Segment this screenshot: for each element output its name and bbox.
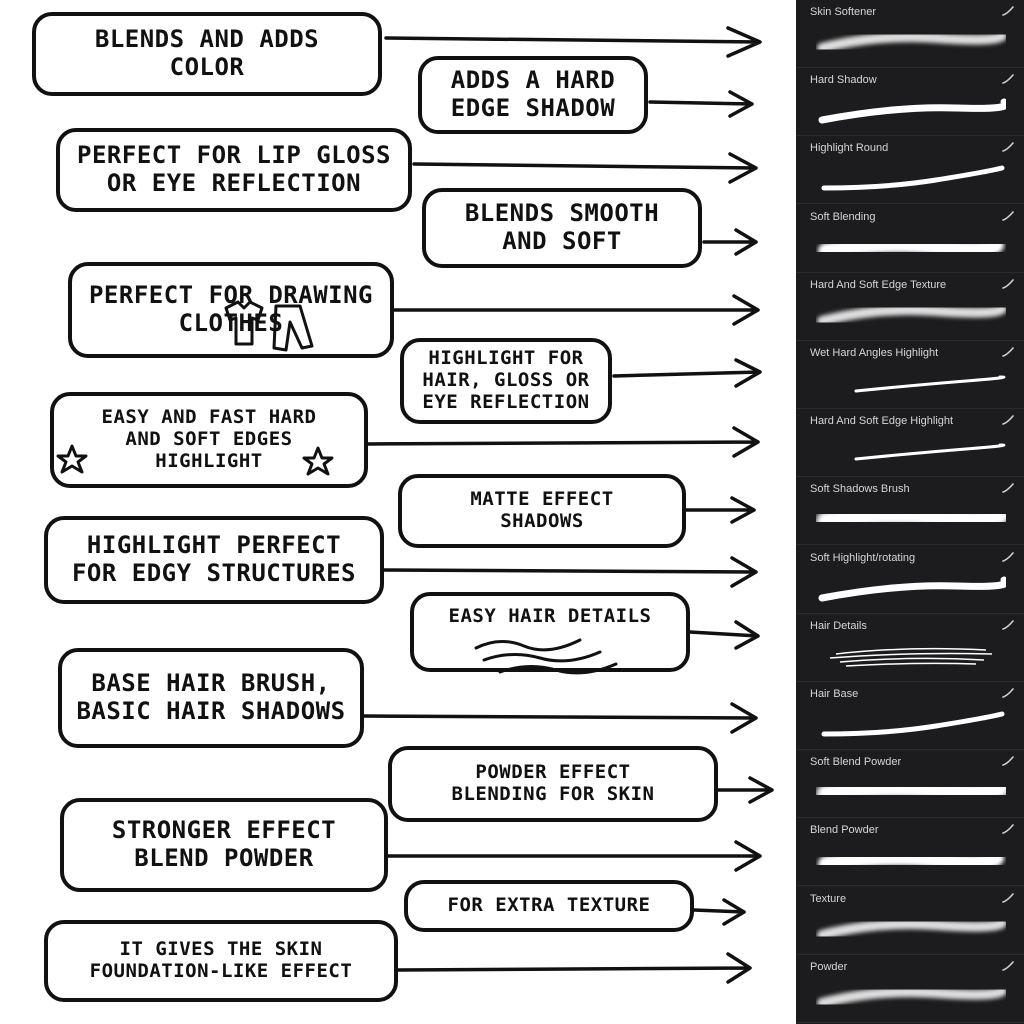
arrow [392,294,760,326]
brush-name: Hair Details [810,619,867,632]
note-easy-hair-details: EASY HAIR DETAILS [410,592,690,672]
brush-item[interactable]: Powder [796,955,1024,1023]
brush-item[interactable]: Soft Shadows Brush [796,477,1024,546]
brush-stroke-preview [816,777,1006,805]
brush-edit-icon[interactable] [1002,619,1014,630]
brush-edit-icon[interactable] [1002,960,1014,971]
brush-item[interactable]: Skin Softener [796,0,1024,68]
arrow [684,496,756,524]
arrow [648,90,754,118]
brush-edit-icon[interactable] [1002,756,1014,766]
note-drawing-clothes: PERFECT FOR DRAWING CLOTHES [68,262,394,358]
brush-edit-icon[interactable] [1002,824,1014,835]
note-stronger-effect-blend-powder: STRONGER EFFECT BLEND POWDER [60,798,388,892]
arrow [692,898,746,926]
brush-edit-icon[interactable] [1002,74,1014,84]
brush-edit-icon[interactable] [1002,6,1014,16]
note-base-hair-brush: BASE HAIR BRUSH, BASIC HAIR SHADOWS [58,648,364,748]
brush-item[interactable]: Blend Powder [796,818,1024,887]
brush-name: Texture [810,892,847,905]
note-blends-smooth-soft: BLENDS SMOOTH AND SOFT [422,188,702,268]
arrow [612,358,762,388]
brush-stroke-preview [821,711,1005,737]
note-edgy-structures: HIGHLIGHT PERFECT FOR EDGY STRUCTURES [44,516,384,604]
arrow [412,152,758,184]
brush-edit-icon[interactable] [1002,210,1014,221]
brush-edit-icon[interactable] [1002,415,1014,425]
note-lip-gloss-eye-reflection: PERFECT FOR LIP GLOSS OR EYE REFLECTION [56,128,412,212]
brush-stroke-preview [817,985,1006,1008]
brush-name: Soft Blending [810,210,876,223]
brush-edit-icon[interactable] [1002,278,1014,289]
brush-name: Blend Powder [810,824,879,837]
brush-edit-icon[interactable] [1002,347,1014,357]
arrow [382,556,758,588]
brush-stroke-preview [829,647,993,667]
brush-edit-icon[interactable] [1002,551,1014,562]
brush-stroke-preview [817,303,1006,326]
arrow [716,776,774,804]
arrow [384,26,762,58]
brush-stroke-preview [818,850,1004,873]
brush-item[interactable]: Soft Blending [796,205,1024,273]
brush-stroke-preview [854,375,1006,393]
note-blends-and-adds-color: BLENDS AND ADDS COLOR [32,12,382,96]
brush-item[interactable]: Hard Shadow [796,68,1024,137]
brush-name: Highlight Round [810,142,889,155]
brush-item[interactable]: Soft Highlight/rotating [796,546,1024,614]
arrow [366,426,760,458]
brush-stroke-preview [854,443,1006,461]
brush-item[interactable]: Hair Details [796,614,1024,682]
arrow [396,952,752,984]
note-easy-fast-highlight: EASY AND FAST HARD AND SOFT EDGES HIGHLI… [50,392,368,488]
brush-edit-icon[interactable] [1002,483,1014,494]
brush-item[interactable]: Soft Blend Powder [796,750,1024,819]
brush-name: Skin Softener [810,6,877,18]
brush-item[interactable]: Texture [796,887,1024,955]
brush-stroke-preview [817,917,1006,940]
brush-name: Soft Blend Powder [810,756,902,769]
note-extra-texture: FOR EXTRA TEXTURE [404,880,694,932]
brush-stroke-preview [821,165,1005,191]
brush-stroke-preview [817,31,1006,53]
arrow [362,702,758,734]
brush-edit-icon[interactable] [1002,142,1014,153]
brush-stroke-preview [818,236,1004,259]
brush-name: Hair Base [810,688,859,700]
brush-stroke-preview [818,98,1006,124]
brush-item[interactable]: Hard And Soft Edge Highlight [796,409,1024,478]
brush-item[interactable]: Wet Hard Angles Highlight [796,341,1024,409]
brush-edit-icon[interactable] [1002,892,1014,903]
annotations-area: BLENDS AND ADDS COLOR ADDS A HARD EDGE S… [32,12,774,1002]
note-highlight-hair-gloss: HIGHLIGHT FOR HAIR, GLOSS OR EYE REFLECT… [400,338,612,424]
brush-edit-icon[interactable] [1002,688,1014,698]
brush-name: Powder [810,960,848,973]
brush-item[interactable]: Hard And Soft Edge Texture [796,273,1024,341]
arrow [386,840,762,872]
arrow [688,620,760,650]
note-adds-hard-edge-shadow: ADDS A HARD EDGE SHADOW [418,56,648,134]
brush-name: Wet Hard Angles Highlight [810,347,939,359]
arrow [702,228,758,256]
note-matte-effect-shadows: MATTE EFFECT SHADOWS [398,474,686,548]
note-powder-effect-blending: POWDER EFFECT BLENDING FOR SKIN [388,746,718,822]
brush-name: Soft Highlight/rotating [810,551,916,564]
note-foundation-like-effect: IT GIVES THE SKIN FOUNDATION-LIKE EFFECT [44,920,398,1002]
brush-name: Soft Shadows Brush [810,483,910,496]
brush-item[interactable]: Hair Base [796,682,1024,750]
brush-stroke-preview [816,505,1006,532]
brush-item[interactable]: Highlight Round [796,136,1024,205]
brush-name: Hard And Soft Edge Highlight [810,415,954,428]
brush-name: Hard And Soft Edge Texture [810,278,947,291]
brush-name: Hard Shadow [810,74,877,87]
brush-stroke-preview [818,576,1006,602]
